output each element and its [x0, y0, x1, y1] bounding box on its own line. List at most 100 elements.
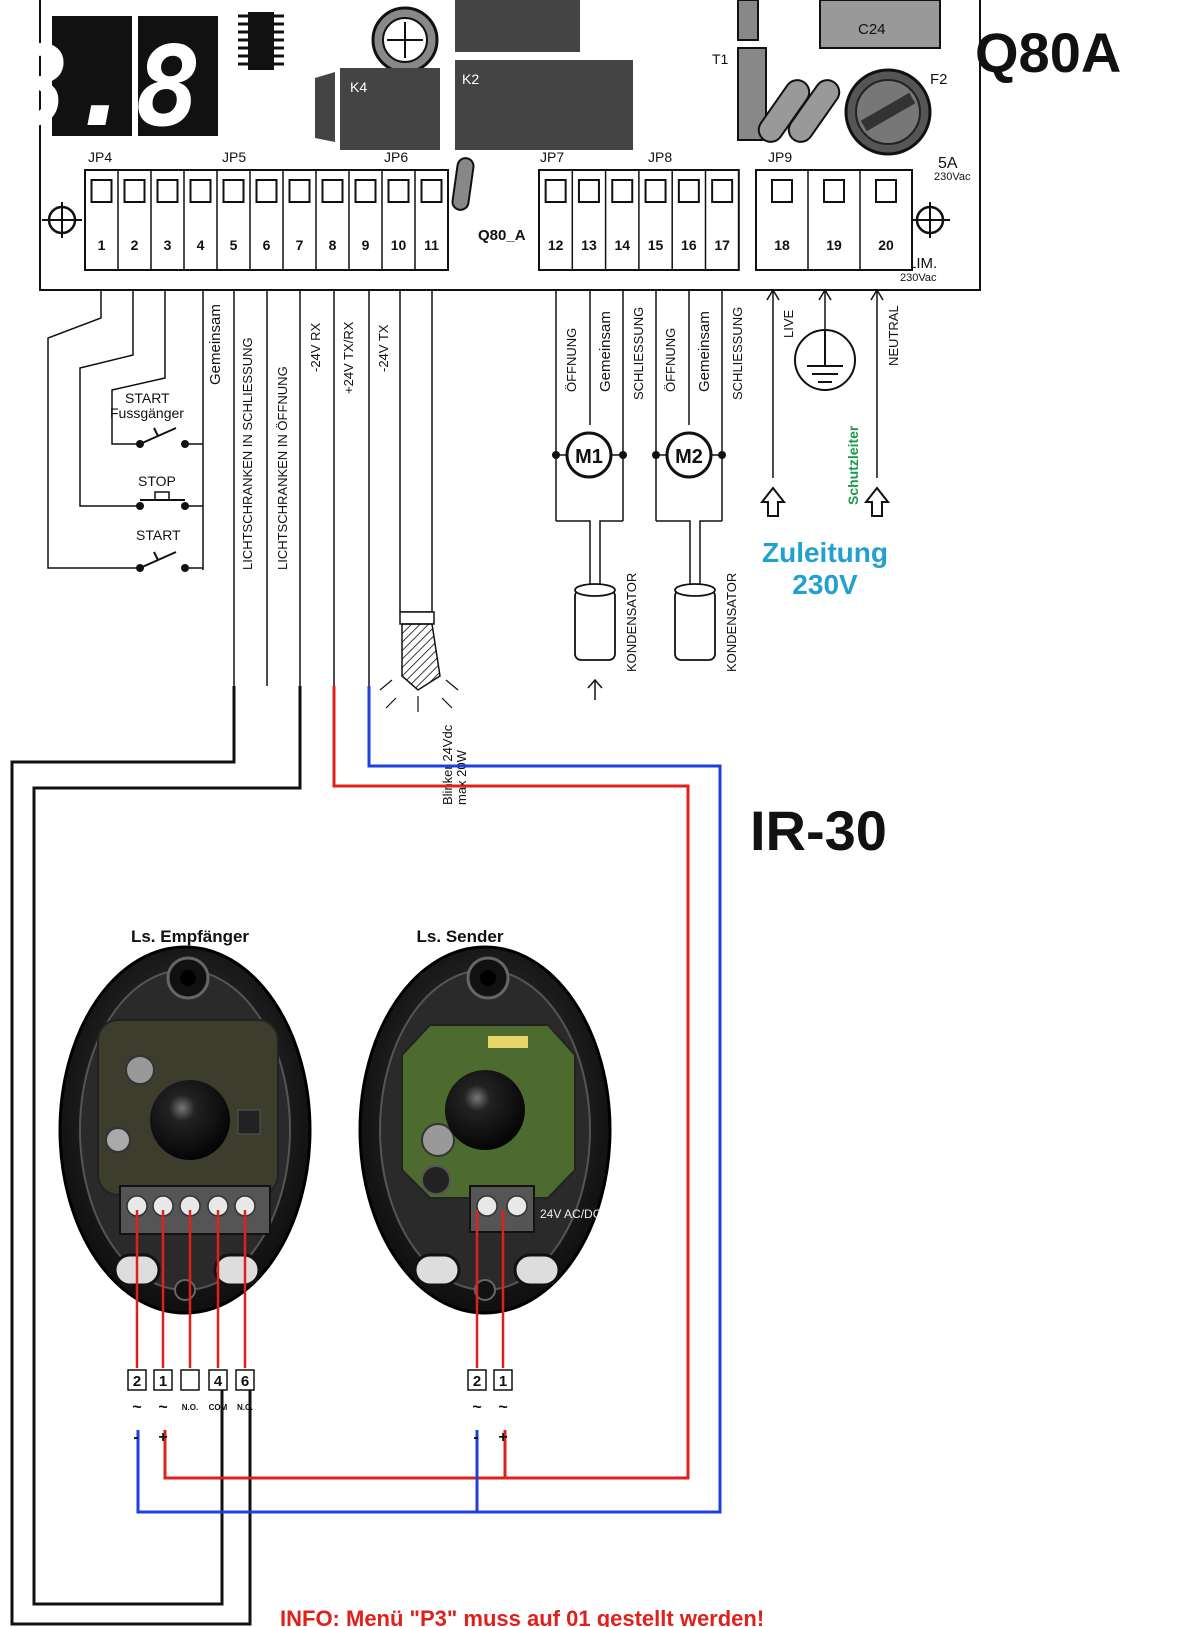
c24-label: C24 — [858, 21, 886, 38]
label-plus24-txrx: +24V TX/RX — [341, 321, 356, 394]
pin-polarity: - — [473, 1429, 478, 1446]
connector-jp9: JP9 — [768, 149, 792, 165]
capacitor-c24: C24 — [819, 0, 941, 49]
connector-jp8: JP8 — [648, 149, 672, 165]
terminal-screw — [321, 179, 344, 203]
transformer-t1: T1 — [712, 0, 767, 141]
t1-label: T1 — [712, 51, 729, 67]
display-digits: 8.8. — [3, 23, 268, 151]
terminal-number: 10 — [391, 237, 407, 253]
switch-start: START — [136, 527, 189, 572]
pin-box — [493, 1369, 513, 1391]
capacitor-m2: KONDENSATOR — [674, 573, 739, 672]
pin-box — [235, 1369, 255, 1391]
seven-segment-display: 8.8. — [3, 16, 268, 151]
switch-label-stop: STOP — [138, 473, 176, 489]
label-kondensator-2: KONDENSATOR — [724, 573, 739, 672]
terminal-screw — [577, 179, 600, 203]
photocell-wires — [10, 686, 722, 1626]
supply-label-2: 230V — [792, 569, 858, 600]
photocell-pin-wires — [135, 1210, 505, 1368]
label-minus24-tx: -24V TX — [376, 324, 391, 372]
relay-k4: K4 — [315, 68, 440, 150]
ir30-title: IR-30 — [750, 799, 887, 862]
label-live: LIVE — [781, 309, 796, 338]
pin-box — [467, 1369, 487, 1391]
motor-m1 — [565, 431, 613, 479]
switch-label-start-f1: START — [125, 390, 170, 406]
terminal-screw — [875, 179, 897, 203]
terminal-screw — [711, 179, 734, 203]
connector-jp7: JP7 — [540, 149, 564, 165]
label-schliessung-14: SCHLIESSUNG — [631, 307, 646, 400]
terminal-screw — [611, 179, 634, 203]
motor-m2-wiring — [655, 290, 723, 590]
switch-label-start: START — [136, 527, 181, 543]
fuse-f2: F2 5A 230Vac — [844, 68, 971, 183]
motor-m1-label: M1 — [575, 446, 603, 468]
pin-function: COM — [209, 1403, 228, 1412]
motor-m2 — [665, 431, 713, 479]
pin-function: ~ — [498, 1399, 507, 1416]
board-model-label: Q80_A — [478, 227, 526, 244]
pin-number: 1 — [159, 1373, 167, 1390]
pin-polarity: + — [498, 1429, 507, 1446]
terminal-number: 16 — [681, 237, 697, 253]
terminal-number: 8 — [329, 237, 337, 253]
label-ls-oeffnung: LICHTSCHRANKEN IN ÖFFNUNG — [275, 366, 290, 570]
terminal-number: 14 — [614, 237, 630, 253]
pin-function: ~ — [132, 1399, 141, 1416]
receiver-photocell — [58, 945, 312, 1315]
field-wiring — [47, 290, 433, 686]
power-supply-wiring — [772, 290, 878, 478]
label-gemeinsam-4: Gemeinsam — [207, 304, 224, 385]
arrow-earth-terminal — [818, 288, 832, 301]
label-schutzleiter: Schutzleiter — [845, 425, 861, 505]
pin-function: ~ — [158, 1399, 167, 1416]
terminal-screw — [420, 179, 443, 203]
terminal-number: 20 — [878, 237, 894, 253]
arrow-live-terminal — [766, 288, 780, 301]
terminal-number: 19 — [826, 237, 842, 253]
pin-box — [153, 1369, 173, 1391]
terminal-screw — [823, 179, 845, 203]
supply-label-1: Zuleitung — [762, 537, 888, 568]
terminal-screw — [354, 179, 377, 203]
switch-start-fussgaenger: START Fussgänger — [110, 390, 189, 448]
trimmer-component — [371, 6, 439, 74]
terminal-number: 5 — [230, 237, 238, 253]
terminal-screw — [677, 179, 700, 203]
terminal-screw — [90, 179, 113, 203]
arrow-up-icon — [863, 486, 891, 517]
pin-polarity: + — [158, 1429, 167, 1446]
terminal-number: 3 — [164, 237, 172, 253]
capacitor-m1: KONDENSATOR — [574, 573, 639, 700]
terminal-number: 6 — [263, 237, 271, 253]
terminal-screw — [771, 179, 793, 203]
sender-title: Ls. Sender — [417, 927, 504, 946]
terminal-number: 18 — [774, 237, 790, 253]
f2-label: F2 — [930, 71, 948, 88]
pin-function: ~ — [472, 1399, 481, 1416]
terminal-screw — [288, 179, 311, 203]
arrow-neutral-terminal — [870, 288, 884, 301]
terminal-number: 7 — [296, 237, 304, 253]
pin-function: N.O. — [182, 1403, 198, 1412]
terminal-number: 1 — [98, 237, 106, 253]
alim-voltage: 230Vac — [900, 272, 937, 284]
terminal-screw — [222, 179, 245, 203]
pin-box — [208, 1369, 228, 1391]
terminal-screw — [255, 179, 278, 203]
connector-jp4: JP4 — [88, 149, 112, 165]
label-gemeinsam-13: Gemeinsam — [597, 311, 614, 392]
blinker-label-2: max 20W — [454, 749, 469, 805]
sender-pcb-text: 24V AC/DC — [540, 1207, 602, 1221]
motor-m2-label: M2 — [675, 446, 703, 468]
control-board: 8.8. K4 K2 — [3, 0, 1121, 291]
pin-number: 4 — [214, 1373, 223, 1390]
label-ls-schliessung: LICHTSCHRANKEN IN SCHLIESSUNG — [240, 337, 255, 570]
mounting-hole-right — [910, 202, 950, 238]
terminal-screw — [387, 179, 410, 203]
